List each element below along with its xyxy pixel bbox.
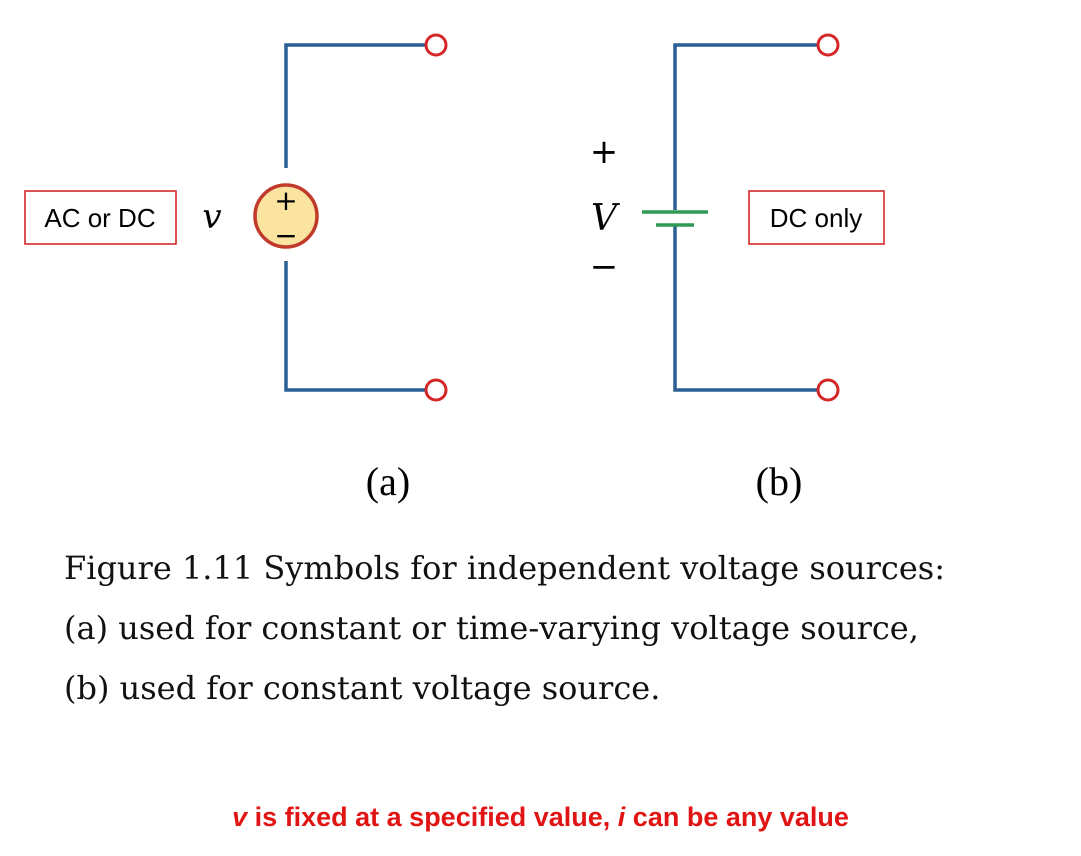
caption-line-1: Figure 1.11 Symbols for independent volt… — [64, 549, 945, 587]
circuit-b-bottom-wire — [673, 225, 818, 392]
circuit-b-label-box — [748, 190, 885, 245]
circuit-a-top-wire — [284, 43, 426, 168]
note-var-i: i — [617, 802, 626, 832]
circuit-a: + − v AC or DC (a) — [24, 33, 448, 504]
battery-plus: + — [590, 132, 619, 172]
circuit-a-label-box — [24, 190, 177, 245]
circuit-a-variable: v — [202, 197, 221, 237]
caption-line-3: (b) used for constant voltage source. — [64, 669, 661, 707]
circuit-a-bottom-wire — [284, 261, 426, 392]
circuit-b: + V − DC only (b) — [590, 33, 885, 504]
voltage-source-symbol — [253, 183, 319, 249]
figure-caption: Figure 1.11 Symbols for independent volt… — [64, 538, 1074, 718]
circuit-b-label: DC only — [770, 203, 862, 233]
circuit-b-variable: V — [591, 198, 621, 239]
voltage-source-minus: − — [274, 219, 297, 252]
note-text-1: is fixed at a specified value, — [247, 802, 618, 832]
note-var-v: v — [232, 802, 248, 832]
circuit-b-top-wire — [673, 43, 818, 210]
source-note: v is fixed at a specified value, i can b… — [0, 802, 1081, 833]
circuit-a-top-terminal — [424, 33, 448, 57]
circuit-a-sublabel: (a) — [366, 459, 410, 504]
circuit-b-bottom-terminal — [816, 378, 840, 402]
note-text-2: can be any value — [625, 802, 849, 832]
circuit-a-bottom-terminal — [424, 378, 448, 402]
circuit-b-sublabel: (b) — [756, 459, 803, 504]
battery-minus: − — [590, 247, 619, 287]
circuit-a-label: AC or DC — [44, 203, 155, 233]
voltage-source-plus: + — [274, 184, 297, 217]
caption-line-2: (a) used for constant or time-varying vo… — [64, 609, 919, 647]
circuit-b-top-terminal — [816, 33, 840, 57]
